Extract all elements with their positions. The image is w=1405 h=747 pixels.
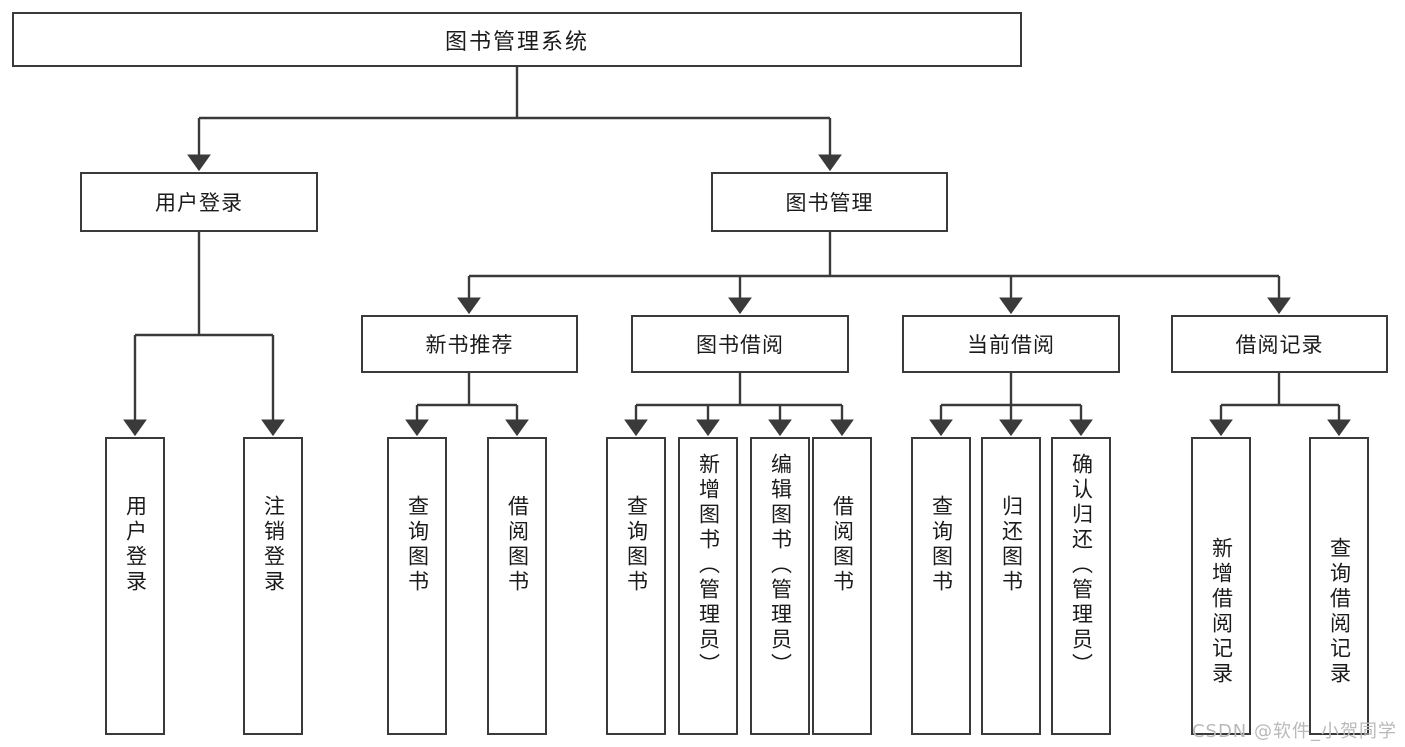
node-label: 借阅图书 xyxy=(830,495,855,595)
node-current-borrow[interactable]: 当前借阅 xyxy=(902,315,1120,373)
node-label: 编辑图书（管理员） xyxy=(768,453,793,678)
leaf-book-borrow-edit-book-admin[interactable]: 编辑图书（管理员） xyxy=(750,437,810,735)
node-user-login[interactable]: 用户登录 xyxy=(80,172,318,232)
node-label: 新增借阅记录 xyxy=(1209,537,1234,687)
node-borrow-record[interactable]: 借阅记录 xyxy=(1171,315,1388,373)
watermark-text: CSDN @软件_小贺同学 xyxy=(1191,721,1397,742)
node-label: 查询图书 xyxy=(405,495,430,595)
node-label: 归还图书 xyxy=(999,495,1024,595)
node-label: 借阅记录 xyxy=(1235,333,1324,357)
leaf-book-borrow-query-book[interactable]: 查询图书 xyxy=(606,437,666,735)
leaf-new-book-query-book[interactable]: 查询图书 xyxy=(387,437,447,735)
node-label: 查询借阅记录 xyxy=(1327,537,1352,687)
node-label: 当前借阅 xyxy=(967,333,1055,357)
node-label: 图书管理系统 xyxy=(444,29,589,55)
leaf-current-borrow-confirm-return-admin[interactable]: 确认归还（管理员） xyxy=(1051,437,1111,735)
leaf-new-book-borrow-book[interactable]: 借阅图书 xyxy=(487,437,547,735)
leaf-borrow-record-add-record[interactable]: 新增借阅记录 xyxy=(1191,437,1251,735)
leaf-user-login-logout[interactable]: 注销登录 xyxy=(243,437,303,735)
node-label: 图书借阅 xyxy=(696,333,784,357)
node-label: 借阅图书 xyxy=(505,495,530,595)
node-new-book-recommend[interactable]: 新书推荐 xyxy=(361,315,578,373)
leaf-current-borrow-return-book[interactable]: 归还图书 xyxy=(981,437,1041,735)
leaf-book-borrow-add-book-admin[interactable]: 新增图书（管理员） xyxy=(678,437,738,735)
leaf-user-login-login[interactable]: 用户登录 xyxy=(105,437,165,735)
node-label: 用户登录 xyxy=(155,191,243,215)
node-label: 图书管理 xyxy=(785,191,874,215)
node-root-book-management-system[interactable]: 图书管理系统 xyxy=(12,12,1022,67)
node-book-management[interactable]: 图书管理 xyxy=(711,172,948,232)
node-label: 注销登录 xyxy=(261,495,286,595)
leaf-book-borrow-borrow-book[interactable]: 借阅图书 xyxy=(812,437,872,735)
node-label: 用户登录 xyxy=(123,495,148,595)
leaf-current-borrow-query-book[interactable]: 查询图书 xyxy=(911,437,971,735)
node-book-borrow[interactable]: 图书借阅 xyxy=(631,315,849,373)
node-label: 新增图书（管理员） xyxy=(696,453,721,678)
node-label: 查询图书 xyxy=(624,495,649,595)
node-label: 新书推荐 xyxy=(425,333,514,357)
node-label: 查询图书 xyxy=(929,495,954,595)
leaf-borrow-record-query-record[interactable]: 查询借阅记录 xyxy=(1309,437,1369,735)
node-label: 确认归还（管理员） xyxy=(1069,453,1094,678)
